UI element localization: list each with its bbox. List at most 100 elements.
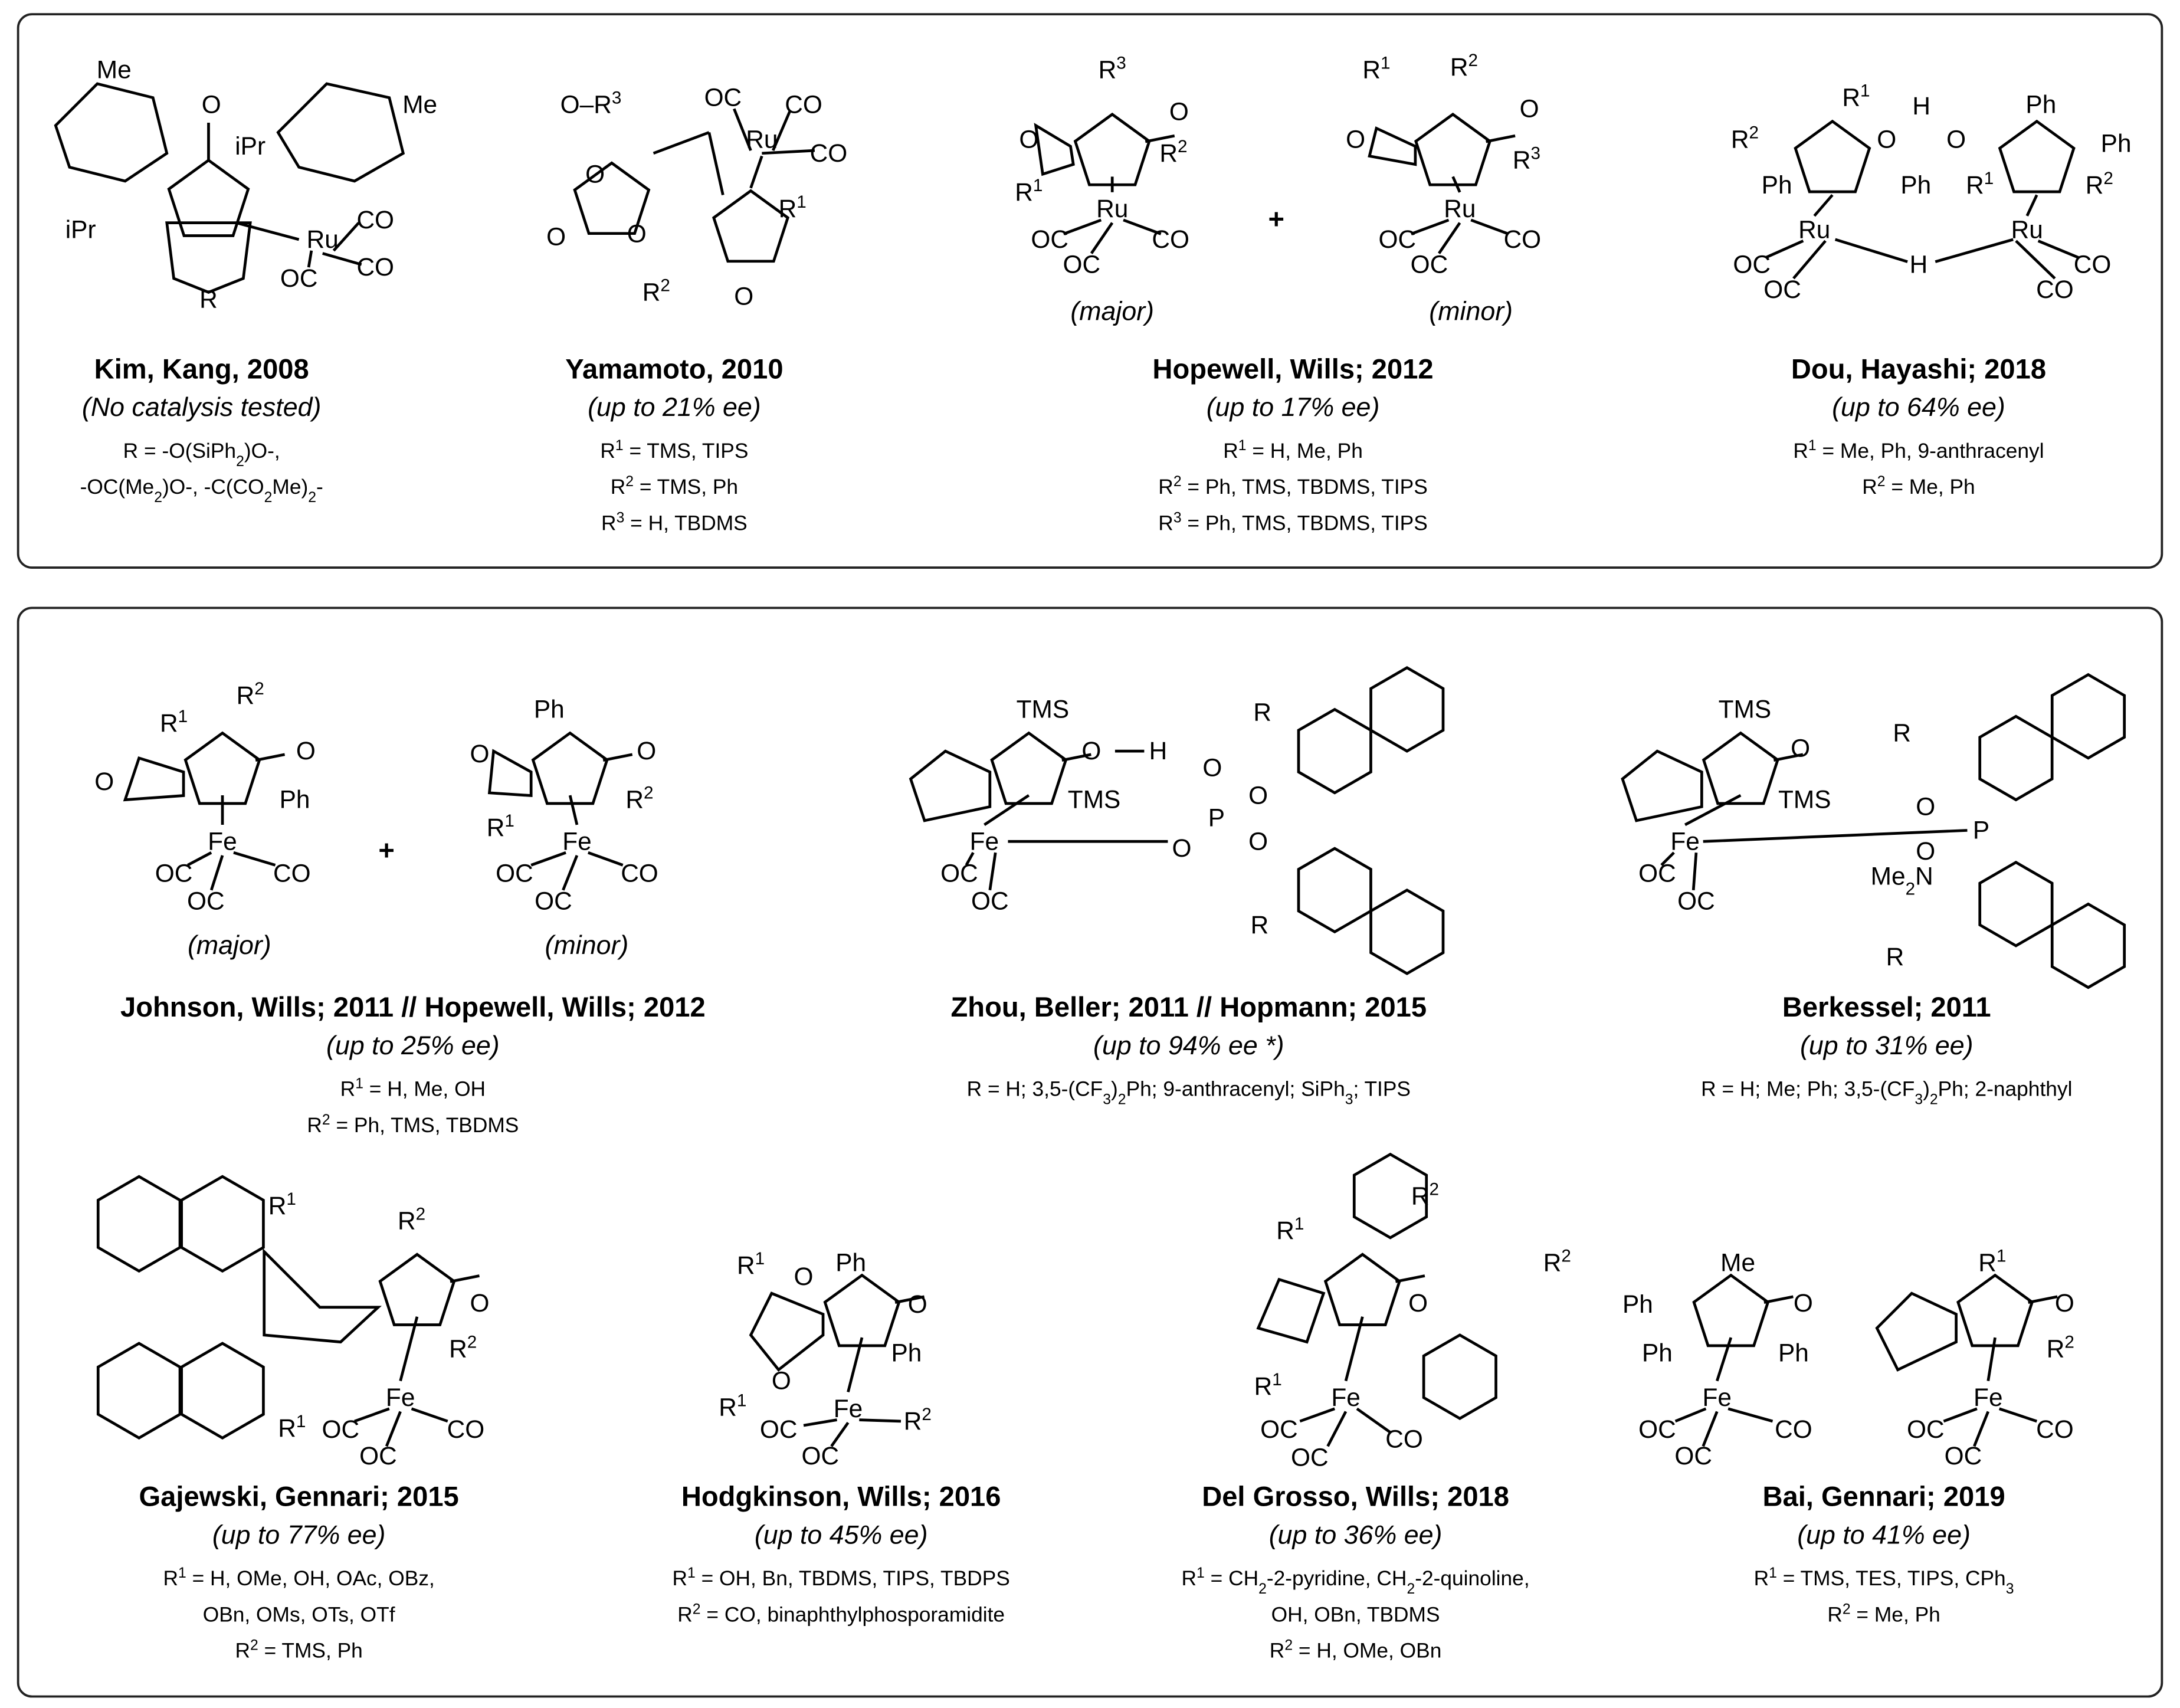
atom-label: OC <box>496 860 533 887</box>
caption-title: Dou, Hayashi; 2018 <box>1791 353 2046 385</box>
atom-label: O <box>1916 793 1935 821</box>
atom-label: OC <box>1945 1442 1982 1470</box>
co-bond <box>209 855 224 891</box>
linker <box>263 1248 382 1344</box>
caption-ee-note: (No catalysis tested) <box>82 392 322 422</box>
atom-label: R1 <box>1254 1370 1282 1400</box>
co-bond <box>2015 240 2056 280</box>
carbonyl-bond <box>2028 1295 2058 1304</box>
atom-label: R2 <box>1731 123 1759 153</box>
caption-johnson: Johnson, Wills; 2011 // Hopewell, Wills;… <box>120 991 706 1137</box>
atom-label: CO <box>2074 250 2112 278</box>
caption-title: Berkessel; 2011 <box>1782 991 1991 1022</box>
co-bond <box>1326 1411 1348 1447</box>
bridge <box>487 749 533 798</box>
co-bond <box>1943 1407 1978 1423</box>
bond <box>1935 238 2014 263</box>
atom-label: OC <box>1378 225 1416 253</box>
co-bond <box>385 1411 402 1447</box>
caption-substituent-line: R3 = H, TBDMS <box>601 510 748 535</box>
atom-label: CO <box>356 253 394 281</box>
caption-substituent-line: R2 = TMS, Ph <box>235 1637 362 1663</box>
atom-label: O <box>1408 1289 1428 1317</box>
co-bond <box>1973 1411 1989 1447</box>
caption-ee-note: (up to 31% ee) <box>1800 1031 1974 1060</box>
metal-bond <box>1716 1337 1733 1382</box>
caption-ee-note: (up to 21% ee) <box>588 392 761 422</box>
aromatic-ring <box>96 1175 182 1273</box>
cyclopentadienone-ring <box>167 158 250 237</box>
cyclopentadienone-ring <box>531 731 609 805</box>
co-bond <box>1438 222 1461 254</box>
atom-label: R1 <box>1966 169 1994 199</box>
co-bond <box>530 851 566 867</box>
structure-plus-2: + <box>378 834 395 866</box>
atom-label: CO <box>356 206 394 234</box>
atom-label: Fe <box>1974 1384 2003 1411</box>
atom-label: iPr <box>65 216 96 244</box>
caption-delgrosso: Del Grosso, Wills; 2018(up to 36% ee)R1 … <box>1182 1481 1530 1663</box>
atom-label: Ph <box>534 696 565 723</box>
bridge <box>1034 123 1075 176</box>
carbonyl-bond <box>1395 1274 1425 1283</box>
atom-label: O <box>1877 125 1896 153</box>
co-bond <box>859 1418 901 1423</box>
caption-substituent-line: R2 = H, OMe, OBn <box>1270 1637 1442 1663</box>
atom-label: O <box>1916 837 1935 865</box>
caption-berkessel: Berkessel; 2011(up to 31% ee)R = H; Me; … <box>1701 991 2072 1107</box>
caption-ee-note: (up to 64% ee) <box>1832 392 2005 422</box>
atom-label: R2 <box>2047 1332 2074 1363</box>
atom-label: CO <box>1152 225 1189 253</box>
caption-substituent-line: R2 = TMS, Ph <box>611 474 738 499</box>
caption-substituent-line: R1 = CH2-2-pyridine, CH2-2-quinoline, <box>1182 1565 1530 1597</box>
aromatic-ring <box>1369 666 1445 753</box>
caption-substituent-line: R1 = H, OMe, OH, OAc, OBz, <box>163 1565 434 1591</box>
carbonyl-bond <box>450 1274 480 1283</box>
plus-sign: + <box>1268 203 1285 234</box>
atom-label: R1 <box>1015 175 1043 206</box>
co-bond <box>1727 1407 1773 1423</box>
atom-label: R <box>1886 943 1904 971</box>
isomer-label: (major) <box>188 930 271 960</box>
aromatic-ring <box>180 1342 265 1440</box>
atom-label: TMS <box>1017 696 1070 723</box>
atom-label: Ph <box>280 786 310 814</box>
atom-label: R1 <box>160 707 188 737</box>
atom-label: CO <box>785 90 822 118</box>
isomer-label: (minor) <box>545 930 629 960</box>
atom-label: O <box>1346 125 1365 153</box>
plus-sign: + <box>378 834 395 866</box>
co-bond <box>1691 852 1698 890</box>
atom-label: OC <box>1763 276 1801 303</box>
atom-label: Fe <box>1703 1384 1732 1411</box>
cyclopentadienone-ring <box>1414 112 1492 186</box>
atom-label: O <box>470 740 489 768</box>
co-bond <box>322 252 362 266</box>
co-bond <box>187 851 212 867</box>
cyclohexane-ring <box>909 749 992 822</box>
atom-label: OC <box>322 1415 360 1443</box>
metal-bond <box>1684 794 1742 827</box>
bond <box>749 155 763 189</box>
atom-label: O <box>1081 737 1101 765</box>
ruthenium-catalysts-panel <box>17 13 2163 569</box>
atom-label: OC <box>1638 1415 1676 1443</box>
atom-label: R2 <box>1543 1246 1571 1276</box>
atom-label: O <box>772 1367 791 1395</box>
metal-bond <box>1986 1337 1997 1381</box>
metal-bond <box>984 794 1030 826</box>
atom-label: Ph <box>2025 90 2056 118</box>
atom-label: Me <box>402 90 437 118</box>
atom-label: O <box>1019 125 1038 153</box>
atom-label: OC <box>940 860 978 887</box>
caption-substituent-line: R2 = Ph, TMS, TBDMS <box>307 1112 519 1137</box>
cyclopentane-ring <box>1256 1277 1326 1344</box>
caption-substituent-line: R3 = Ph, TMS, TBDMS, TIPS <box>1158 510 1427 535</box>
atom-label: O <box>585 160 605 188</box>
atom-label: O <box>2055 1289 2074 1317</box>
atom-label: R <box>1253 698 1271 726</box>
